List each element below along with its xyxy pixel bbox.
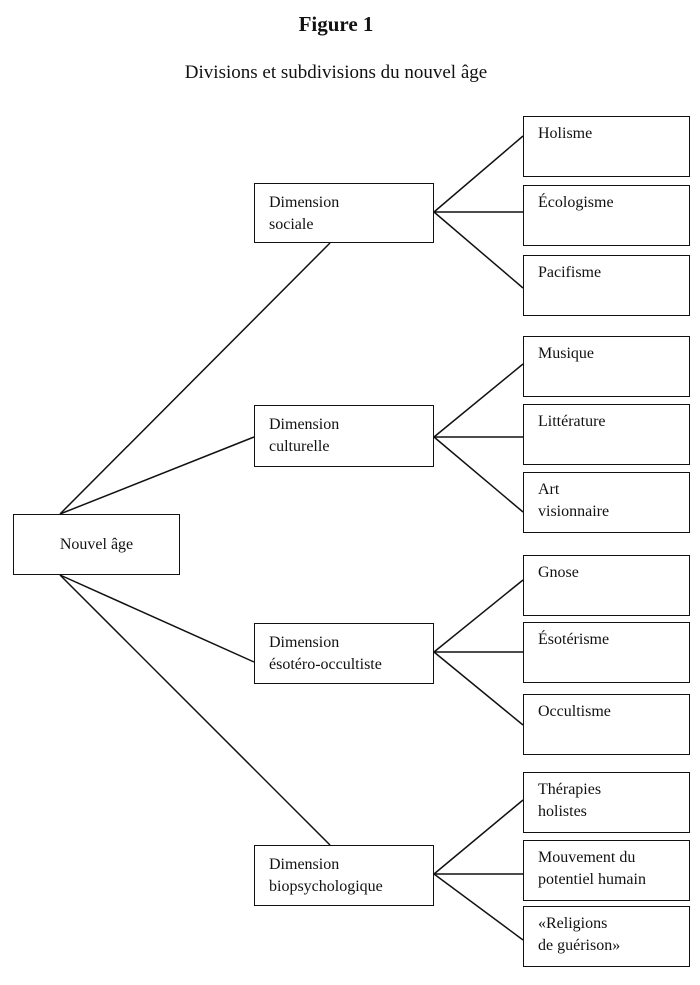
subdivision-art-visionnaire: Art visionnaire (523, 472, 690, 533)
subdivision-label: Ésotérisme (538, 631, 610, 648)
subdivision-label: Holisme (538, 125, 593, 142)
subdivision-esoterisme: Ésotérisme (523, 622, 690, 683)
connector-esotero-gnose (433, 579, 524, 653)
subdivision-therapies-holistes: Thérapies holistes (523, 772, 690, 833)
dimension-sociale: Dimension sociale (254, 183, 434, 243)
dimension-culturelle: Dimension culturelle (254, 405, 434, 467)
subdivision-label: Pacifisme (538, 264, 602, 281)
subdivision-litterature: Littérature (523, 404, 690, 465)
subdivision-label: Littérature (538, 413, 606, 430)
dimension-label: Dimension ésotéro-occultiste (269, 634, 382, 673)
subdivision-label: Thérapies holistes (538, 781, 602, 820)
subdivision-label: Mouvement du potentiel humain (538, 849, 646, 888)
subdivision-religions-de-guerison: «Religions de guérison» (523, 906, 690, 967)
subdivision-label: Occultisme (538, 703, 611, 720)
root-node: Nouvel âge (13, 514, 180, 575)
subdivision-pacifisme: Pacifisme (523, 255, 690, 316)
connector-sociale-holisme (433, 135, 524, 213)
connector-root-biopsy (59, 574, 331, 846)
subdivision-occultisme: Occultisme (523, 694, 690, 755)
subdivision-holisme: Holisme (523, 116, 690, 177)
subdivision-label: Écologisme (538, 194, 614, 211)
connector-sociale-pacifisme (433, 211, 524, 289)
connector-culturelle-art (433, 436, 524, 513)
connector-culturelle-musique (433, 363, 524, 438)
connector-root-culturelle (59, 436, 255, 515)
subdivision-ecologisme: Écologisme (523, 185, 690, 246)
dimension-label: Dimension biopsychologique (269, 856, 383, 895)
subdivision-mouvement-potentiel-humain: Mouvement du potentiel humain (523, 840, 690, 901)
connector-biopsy-therapies (433, 799, 524, 875)
subdivision-gnose: Gnose (523, 555, 690, 616)
root-node-label: Nouvel âge (59, 535, 134, 553)
connector-esotero-occultisme (433, 651, 524, 726)
connector-root-sociale (59, 242, 331, 515)
subdivision-label: Art visionnaire (538, 481, 610, 520)
dimension-biopsychologique: Dimension biopsychologique (254, 845, 434, 906)
subdivision-musique: Musique (523, 336, 690, 397)
subdivision-label: «Religions de guérison» (538, 915, 621, 954)
figure-subtitle: Divisions et subdivisions du nouvel âge (184, 62, 488, 83)
dimension-label: Dimension sociale (269, 194, 340, 233)
subdivision-label: Gnose (538, 564, 579, 581)
dimension-label: Dimension culturelle (269, 416, 340, 455)
dimension-esotero-occultiste: Dimension ésotéro-occultiste (254, 623, 434, 684)
figure-title: Figure 1 (298, 12, 374, 36)
subdivision-label: Musique (538, 345, 594, 362)
connector-biopsy-religions (433, 873, 524, 941)
connector-root-esotero (59, 574, 255, 663)
